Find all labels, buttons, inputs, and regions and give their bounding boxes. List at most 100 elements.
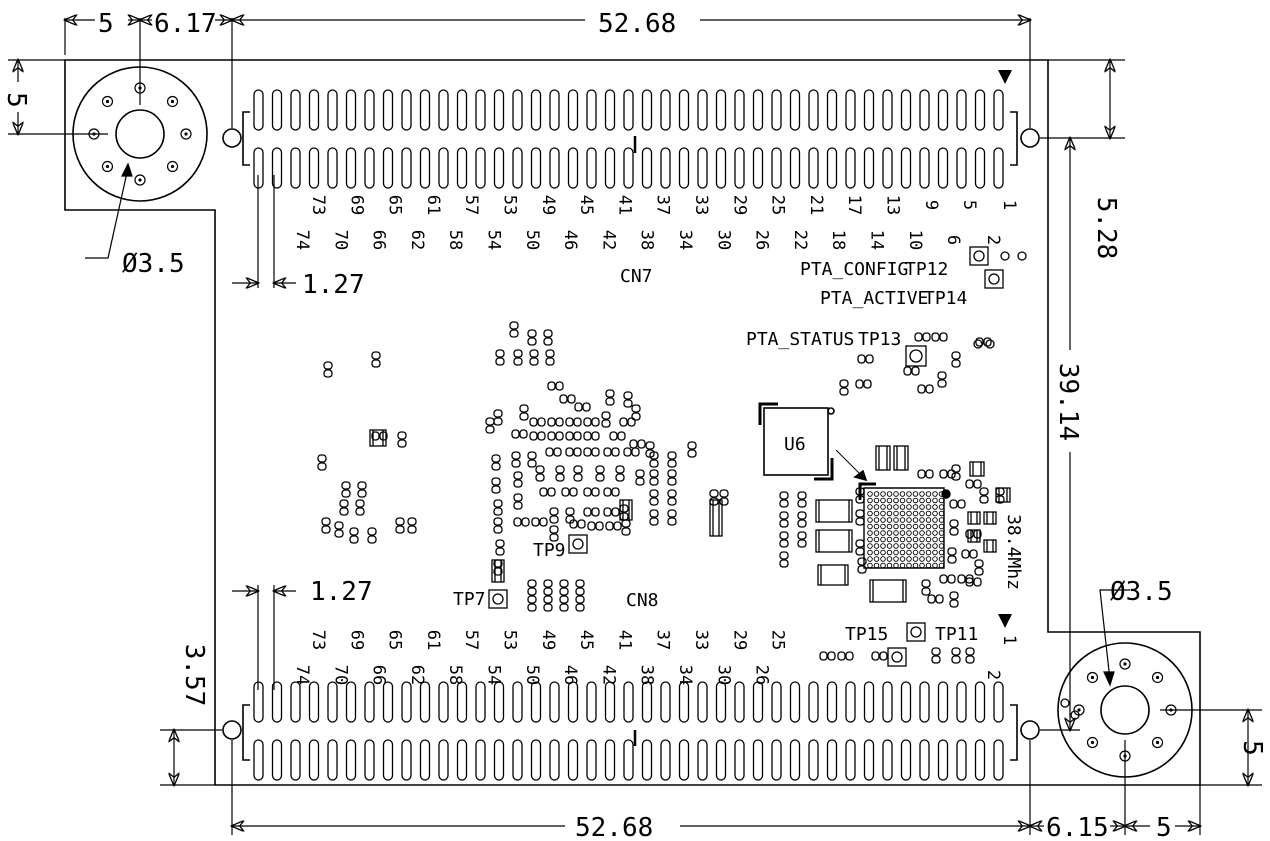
- component-footprint: [817, 564, 849, 586]
- via-center: [170, 164, 175, 169]
- bga-ball: [938, 530, 945, 536]
- bga-ball: [912, 536, 919, 543]
- passive-pad: [629, 439, 638, 449]
- cn8-pin: [993, 739, 1004, 781]
- cn7-pin: [641, 147, 653, 189]
- via-center: [1077, 708, 1081, 712]
- passive-pad: [921, 587, 931, 596]
- passive-pad: [719, 497, 729, 506]
- passive-pad: [397, 439, 407, 448]
- bga-ball: [932, 517, 938, 523]
- bga-ball: [893, 543, 899, 549]
- label-tp12: TP12: [905, 259, 948, 280]
- passive-pad: [543, 579, 553, 588]
- component-footprint: [893, 445, 909, 471]
- passive-pad: [317, 462, 327, 471]
- passive-pad: [979, 487, 989, 496]
- passive-pad: [591, 507, 600, 517]
- passive-pad: [983, 337, 992, 347]
- bga-ball: [880, 491, 886, 497]
- connector-cn8-body: [222, 704, 1040, 761]
- cn8-pin: [623, 739, 634, 781]
- dimension-lines: [8, 18, 1262, 835]
- connector-cn7-pin-numbers: 7374697065666162575853544950454641423738…: [292, 195, 1019, 250]
- passive-pad: [951, 359, 961, 368]
- pin-number: 26: [752, 665, 772, 685]
- passive-pad: [561, 487, 570, 497]
- passive-pad: [921, 579, 931, 588]
- via: [1151, 736, 1164, 749]
- cn7-pin: [512, 147, 523, 189]
- cn8-pin: [789, 681, 801, 723]
- passive-pad: [491, 454, 501, 463]
- passive-pad: [549, 525, 559, 534]
- bga-ball: [899, 549, 906, 556]
- bga-ball: [886, 549, 893, 556]
- bga-ball: [880, 504, 886, 510]
- passive-pad: [543, 337, 553, 346]
- passive-pad: [911, 366, 920, 376]
- cn7-pin: [919, 147, 930, 189]
- passive-pad: [957, 499, 966, 509]
- passive-pad: [495, 547, 505, 556]
- passive-pad: [547, 487, 556, 497]
- passive-pad: [591, 487, 600, 497]
- bga-balls: [867, 491, 945, 569]
- bga-ball: [880, 497, 886, 504]
- bga-ball: [880, 543, 886, 549]
- cn7-pin: [697, 147, 708, 189]
- bga-ball: [886, 497, 893, 504]
- passive-pad: [973, 479, 982, 489]
- pin-number: 57: [461, 195, 481, 215]
- dim-bottom-connector-offset: 3.57: [179, 644, 209, 707]
- bga-ball: [932, 536, 938, 543]
- bga-ball: [912, 562, 919, 569]
- cn7-pin: [660, 147, 671, 189]
- bga-ball: [925, 497, 932, 504]
- passive-pad: [519, 412, 529, 421]
- bga-ball: [912, 510, 919, 517]
- passive-pad: [857, 557, 867, 566]
- bga-ball: [880, 523, 886, 530]
- cn7-pin: [623, 147, 634, 189]
- component-footprint: [969, 461, 985, 477]
- bga-ball: [912, 517, 919, 523]
- bga-ball: [899, 523, 906, 530]
- passive-pad: [687, 441, 697, 450]
- cn7-pin: [771, 89, 782, 131]
- pad: [1000, 251, 1010, 261]
- dim-mount-diameter-bottom: Ø3.5: [1110, 577, 1173, 607]
- cn8-pin: [641, 681, 653, 723]
- test-points: [488, 246, 1004, 667]
- passive-pad: [827, 651, 836, 661]
- bga-ball: [873, 523, 880, 530]
- passive-pad: [649, 489, 659, 498]
- passive-pad: [317, 454, 327, 463]
- cn8-pin: [475, 739, 486, 781]
- pin-number: 29: [729, 195, 749, 215]
- component-footprint: [815, 529, 853, 553]
- bga-ball: [873, 543, 880, 549]
- passive-pad: [511, 459, 521, 468]
- passive-pad: [615, 473, 625, 482]
- passive-pad: [631, 447, 640, 457]
- passive-pad: [951, 647, 961, 656]
- passive-pad: [491, 477, 501, 486]
- passive-pad: [575, 595, 585, 604]
- cn8-pin: [493, 739, 505, 781]
- passive-pad: [334, 521, 344, 530]
- cn7-pin: [512, 89, 523, 131]
- component-footprint: [983, 539, 997, 553]
- pin-number: 53: [500, 195, 520, 215]
- passive-pad: [357, 489, 367, 498]
- bga-ball: [867, 497, 873, 504]
- cn7-pin: [586, 89, 597, 131]
- passive-pad: [819, 651, 828, 661]
- passive-pad: [951, 351, 961, 360]
- passive-pad: [555, 465, 565, 474]
- component-footprint: [995, 487, 1011, 503]
- cn8-pin: [752, 739, 764, 781]
- passive-pad: [367, 535, 377, 544]
- passive-pad: [529, 417, 538, 427]
- passive-pad: [582, 402, 591, 412]
